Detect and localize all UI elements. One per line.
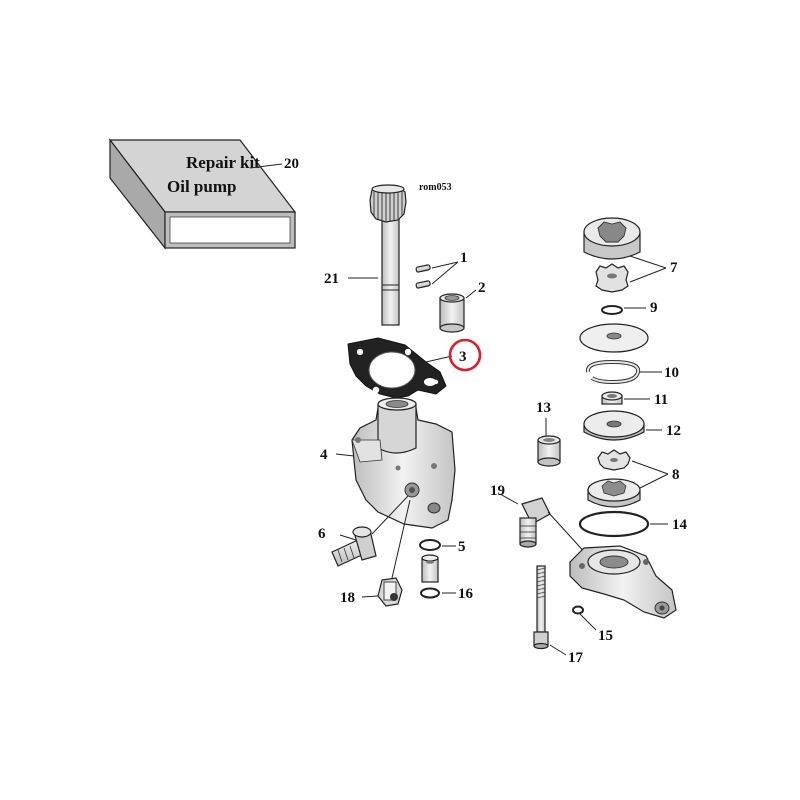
callout-17: 17 bbox=[568, 650, 584, 666]
callout-8: 8 bbox=[672, 467, 680, 483]
outer-rotor-7 bbox=[583, 217, 641, 260]
callout-21: 21 bbox=[324, 271, 339, 287]
callout-13: 13 bbox=[536, 400, 551, 416]
outer-rotor-8 bbox=[587, 478, 641, 508]
inner-rotor-8 bbox=[597, 449, 631, 471]
callout-6: 6 bbox=[318, 526, 326, 542]
diagram-code: rom053 bbox=[419, 182, 452, 193]
check-valve-part: 16 bbox=[420, 554, 474, 602]
snap-ring-10: 10 bbox=[585, 359, 679, 385]
separator-plate bbox=[579, 323, 649, 353]
callout-14: 14 bbox=[672, 517, 688, 533]
o-ring-15: 15 bbox=[572, 605, 613, 644]
callout-10: 10 bbox=[664, 365, 679, 381]
callout-2: 2 bbox=[478, 280, 486, 296]
callout-3: 3 bbox=[459, 349, 467, 365]
elbow-fitting-19: 19 bbox=[490, 483, 589, 557]
callout-4: 4 bbox=[320, 447, 328, 463]
pins-part: 1 bbox=[415, 250, 468, 289]
repair-kit-box: Repair kit Oil pump 20 bbox=[108, 138, 299, 250]
bushing-part: 2 bbox=[439, 280, 486, 333]
callout-18: 18 bbox=[340, 590, 355, 606]
bushing-11: 11 bbox=[601, 391, 668, 408]
callout-15: 15 bbox=[598, 628, 613, 644]
bushing-13: 13 bbox=[536, 400, 561, 467]
cover-plate-12: 12 bbox=[583, 410, 681, 441]
kit-title-line2: Oil pump bbox=[167, 177, 236, 196]
callout-20: 20 bbox=[284, 156, 299, 172]
callout-1: 1 bbox=[460, 250, 468, 266]
highlight-circle bbox=[448, 338, 482, 372]
banjo-fitting-18: 18 bbox=[340, 499, 411, 607]
washer-9: 9 bbox=[601, 300, 658, 316]
callout-11: 11 bbox=[654, 392, 668, 408]
callout-19: 19 bbox=[490, 483, 505, 499]
bolt-17: 17 bbox=[533, 565, 584, 666]
drive-shaft-part: 21 bbox=[324, 184, 407, 326]
pump-cover-part bbox=[569, 545, 677, 619]
inner-rotor-7 bbox=[595, 263, 629, 293]
o-ring-14: 14 bbox=[578, 510, 688, 538]
callout-9: 9 bbox=[650, 300, 658, 316]
kit-title-line1: Repair kit bbox=[186, 153, 260, 172]
callout-16: 16 bbox=[458, 586, 474, 602]
gasket-part: 3 bbox=[347, 337, 482, 399]
elbow-fitting-6: 6 bbox=[318, 495, 409, 567]
callout-12: 12 bbox=[666, 423, 681, 439]
callout-7: 7 bbox=[670, 260, 678, 276]
o-ring-5: 5 bbox=[419, 539, 466, 555]
callout-5: 5 bbox=[458, 539, 466, 555]
pump-body-part: 4 bbox=[320, 397, 456, 529]
